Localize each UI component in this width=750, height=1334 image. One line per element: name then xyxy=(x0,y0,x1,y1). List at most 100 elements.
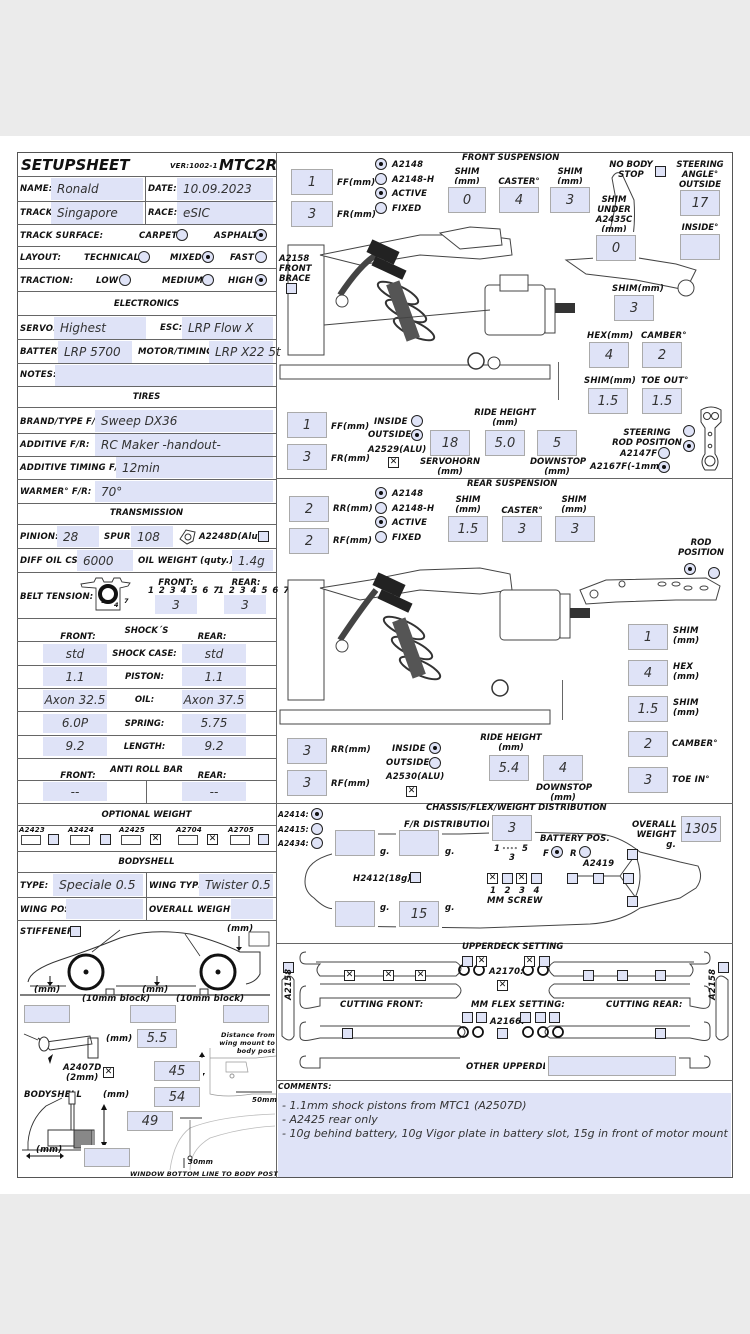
front-downstop-field[interactable]: 5 xyxy=(534,427,580,459)
mm-screw-checkbox[interactable] xyxy=(501,873,513,884)
brand-field[interactable]: Sweep DX36 xyxy=(95,410,273,432)
comments-field[interactable]: - 1.1mm shock pistons from MTC1 (A2507D)… xyxy=(278,1093,731,1177)
additive-field[interactable]: RC Maker -handout- xyxy=(95,434,273,456)
front-lower-ff-field[interactable]: 1 xyxy=(284,409,330,441)
rear-ride-height-field[interactable]: 5.4 xyxy=(486,752,532,784)
mm-screw-checkbox[interactable]: ✕ xyxy=(487,873,498,884)
rear-arm-option-radio[interactable] xyxy=(375,516,387,528)
track-field[interactable]: Singapore xyxy=(51,202,143,224)
mixed-radio[interactable] xyxy=(202,251,214,263)
cut-rear-lower[interactable] xyxy=(655,1028,666,1039)
cut-rear-1[interactable] xyxy=(583,970,594,981)
a2167f-radio[interactable] xyxy=(658,461,670,473)
shock-rear-field[interactable]: 1.1 xyxy=(182,667,246,687)
front-arm-option-radio[interactable] xyxy=(375,158,387,170)
rear-alu-checkbox[interactable]: ✕ xyxy=(406,786,417,797)
rear-inside-radio[interactable] xyxy=(429,742,441,754)
wing-distance-2-field[interactable]: 54 xyxy=(151,1084,203,1110)
steering-inside-field[interactable] xyxy=(677,231,723,263)
front-shim1-field[interactable]: 0 xyxy=(445,184,489,216)
rear-shim3-field[interactable]: 1 xyxy=(625,621,671,653)
front-hex-field[interactable]: 4 xyxy=(586,339,632,371)
rear-lower-rr-field[interactable]: 3 xyxy=(284,735,330,767)
cut-front-3[interactable]: ✕ xyxy=(415,970,426,981)
servo-field[interactable]: Highest xyxy=(54,317,146,339)
rear-rr-field[interactable]: 2 xyxy=(286,493,332,525)
weight-rear-left-field[interactable] xyxy=(332,898,378,930)
front-arm-option-radio[interactable] xyxy=(375,201,387,214)
cut-rear-3[interactable] xyxy=(655,970,666,981)
upperdeck-a2158-right-checkbox[interactable] xyxy=(718,962,729,973)
high-radio[interactable] xyxy=(255,274,267,286)
opt-weight-checkbox[interactable] xyxy=(48,834,59,845)
fr-distribution-field[interactable]: 3 xyxy=(489,812,535,844)
a2170-checkbox[interactable]: ✕ xyxy=(497,980,508,991)
servohorn-field[interactable]: 18 xyxy=(427,427,473,459)
front-fr-field[interactable]: 3 xyxy=(288,198,336,230)
flex-front-1[interactable] xyxy=(462,1012,473,1023)
middle-body-height-field[interactable] xyxy=(127,1002,179,1026)
cut-rear-2[interactable] xyxy=(617,970,628,981)
front-alu-checkbox[interactable]: ✕ xyxy=(388,457,399,468)
a2166-center-checkbox[interactable] xyxy=(497,1028,508,1039)
front-shim2-field[interactable]: 3 xyxy=(547,184,593,216)
belt-rear-field[interactable]: 3 xyxy=(224,595,266,614)
front-brace-checkbox[interactable] xyxy=(286,283,297,294)
diff-oil-field[interactable]: 6000 xyxy=(77,550,133,571)
rear-rf-field[interactable]: 2 xyxy=(286,525,332,557)
wing-pos-field[interactable] xyxy=(66,899,143,919)
rear-arm-option-radio[interactable] xyxy=(375,530,387,543)
front-camber-field[interactable]: 2 xyxy=(639,339,685,371)
asphalt-radio[interactable] xyxy=(255,229,267,241)
carpet-radio[interactable] xyxy=(176,229,188,241)
belt-front-field[interactable]: 3 xyxy=(155,595,197,614)
post-offset-field[interactable] xyxy=(81,1145,133,1170)
upperdeck-a2158-left-checkbox[interactable] xyxy=(283,962,294,973)
shock-front-field[interactable]: 9.2 xyxy=(43,736,107,756)
pinion-field[interactable]: 28 xyxy=(57,526,99,547)
motor-field[interactable]: LRP X22 5t xyxy=(209,341,281,363)
rod-position-1-radio[interactable] xyxy=(684,563,696,575)
additive-timing-field[interactable]: 12min xyxy=(116,457,273,478)
battery-front-radio[interactable] xyxy=(551,846,563,858)
wing-distance-1-field[interactable]: 45 xyxy=(151,1058,203,1084)
rear-hex-field[interactable]: 4 xyxy=(625,657,671,689)
upperdeck-top-2[interactable]: ✕ xyxy=(476,956,487,967)
shock-rear-field[interactable]: 5.75 xyxy=(182,713,246,733)
other-upperdeck-field[interactable] xyxy=(545,1053,679,1079)
oil-weight-field[interactable]: 1.4g xyxy=(232,550,273,571)
no-body-stop-checkbox[interactable] xyxy=(655,166,666,177)
rear-downstop-field[interactable]: 4 xyxy=(540,752,586,784)
warmer-field[interactable]: 70° xyxy=(95,481,273,502)
steering-rod-lower-radio[interactable] xyxy=(683,440,695,452)
front-lower-fr-field[interactable]: 3 xyxy=(284,441,330,473)
front-shim4-field[interactable]: 1.5 xyxy=(585,385,631,417)
flex-rear-3[interactable] xyxy=(549,1012,560,1023)
chassis-option-radio[interactable] xyxy=(311,837,323,849)
cut-front-1[interactable]: ✕ xyxy=(344,970,355,981)
a2419-slot-5[interactable] xyxy=(627,896,638,907)
a2419-slot-3[interactable] xyxy=(627,849,638,860)
upperdeck-top-3[interactable]: ✕ xyxy=(524,956,535,967)
fast-radio[interactable] xyxy=(255,251,267,263)
rear-camber-field[interactable]: 2 xyxy=(625,728,671,760)
a2248d-checkbox[interactable] xyxy=(258,531,269,542)
technical-radio[interactable] xyxy=(138,251,150,263)
shim-under-field[interactable]: 0 xyxy=(593,232,639,264)
chassis-option-radio[interactable] xyxy=(311,808,323,820)
front-toe-field[interactable]: 1.5 xyxy=(639,385,685,417)
esc-field[interactable]: LRP Flow X xyxy=(182,317,273,339)
upperdeck-top-4[interactable] xyxy=(539,956,550,967)
front-caster-field[interactable]: 4 xyxy=(496,184,542,216)
shock-rear-field[interactable]: Axon 37.5 xyxy=(182,690,246,710)
wing-mount-value-field[interactable]: 5.5 xyxy=(134,1026,180,1051)
cut-front-lower[interactable] xyxy=(342,1028,353,1039)
battery-field[interactable]: LRP 5700 xyxy=(58,341,132,363)
front-inside-radio[interactable] xyxy=(411,415,423,427)
front-outside-radio[interactable] xyxy=(411,429,423,441)
opt-weight-checkbox[interactable]: ✕ xyxy=(150,834,161,845)
front-ff-field[interactable]: 1 xyxy=(288,166,336,198)
battery-rear-radio[interactable] xyxy=(579,846,591,858)
a2419-slot-1[interactable] xyxy=(567,873,578,884)
mm-screw-checkbox[interactable] xyxy=(530,873,542,884)
